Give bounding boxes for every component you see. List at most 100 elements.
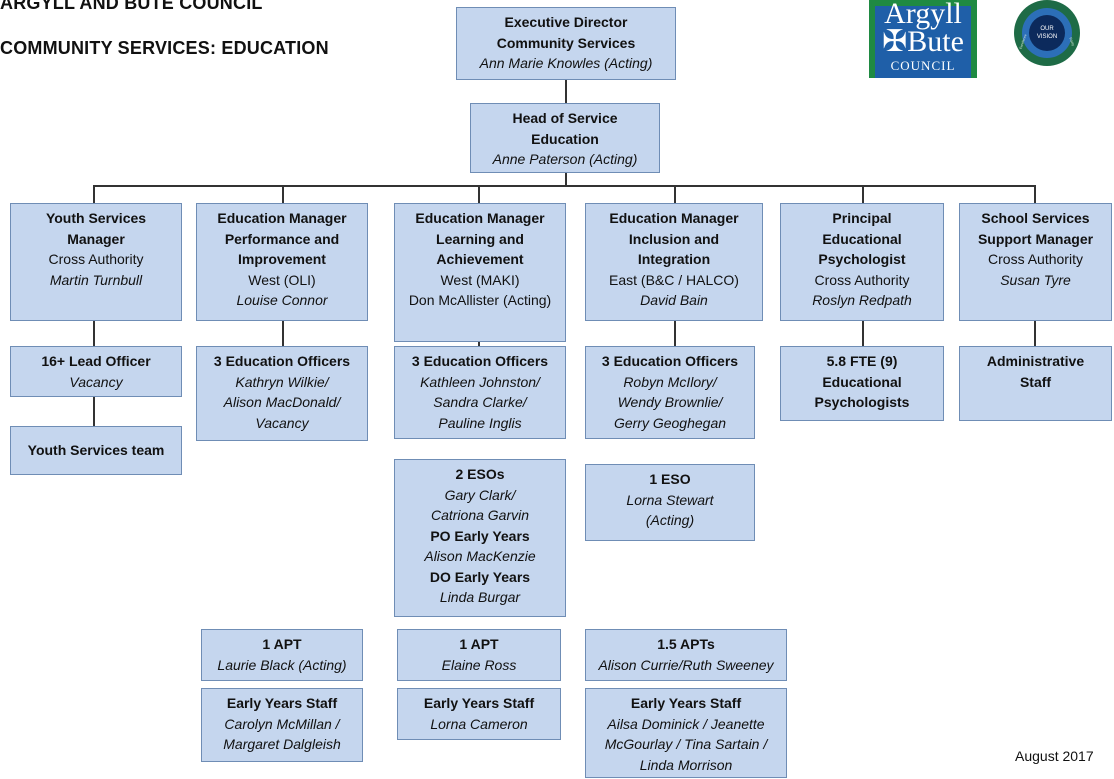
box-title: DO Early Years — [429, 568, 531, 585]
box-early-years-staff-west-oli: Early Years Staff Carolyn McMillan / Mar… — [201, 688, 363, 762]
box-title: Achievement — [436, 251, 524, 267]
box-person: Anne Paterson (Acting) — [492, 151, 638, 167]
box-education-officers-west-oli: 3 Education Officers Kathryn Wilkie/ Ali… — [196, 346, 368, 441]
box-title: 1 APT — [262, 636, 302, 652]
box-em-performance: Education Manager Performance and Improv… — [196, 203, 368, 321]
box-person: Margaret Dalgleish — [223, 736, 341, 752]
box-area: Cross Authority — [48, 251, 144, 267]
box-area: Cross Authority — [988, 251, 1083, 267]
box-person: (Acting) — [645, 512, 695, 528]
box-title: PO Early Years — [430, 527, 530, 544]
box-title: Support Manager — [977, 230, 1094, 247]
our-vision-logo: OUR VISION Excellence Equity — [1014, 0, 1080, 66]
box-person: Louise Connor — [236, 292, 328, 308]
argyll-bute-council-logo: Argyll ✠Bute COUNCIL — [869, 0, 977, 78]
box-title: Principal — [832, 210, 892, 226]
box-title: Community Services — [496, 34, 636, 51]
box-title: 3 Education Officers — [411, 353, 549, 369]
box-title: 3 Education Officers — [213, 353, 351, 369]
celtic-cross-icon: ✠ — [882, 25, 908, 58]
box-16plus-lead: 16+ Lead Officer Vacancy — [10, 346, 182, 397]
box-person: Alison MacKenzie — [424, 548, 536, 564]
box-youth-services-manager: Youth Services Manager Cross Authority M… — [10, 203, 182, 321]
connector-bus-psych — [862, 185, 864, 203]
box-title: Psychologists — [814, 394, 910, 410]
box-apts-east: 1.5 APTs Alison Currie/Ruth Sweeney — [585, 629, 787, 681]
box-title: 1 APT — [459, 636, 499, 652]
connector-perf-eo — [282, 320, 284, 346]
box-em-inclusion: Education Manager Inclusion and Integrat… — [585, 203, 763, 321]
box-person: Carolyn McMillan / — [224, 715, 340, 732]
box-title: Learning and — [436, 230, 524, 247]
box-early-years-staff-east: Early Years Staff Ailsa Dominick / Jeane… — [585, 688, 787, 778]
connector-bus-youth — [93, 185, 95, 203]
box-person: Catriona Garvin — [430, 507, 530, 523]
connector-horizontal-bus — [93, 185, 1035, 187]
vision-logo-line2: VISION — [1037, 34, 1057, 40]
box-title: School Services — [981, 210, 1090, 226]
box-title: Manager — [67, 230, 125, 247]
connector-bus-incl — [674, 185, 676, 203]
connector-youth-lead — [93, 320, 95, 346]
connector-head-bus — [565, 172, 567, 186]
box-person: Gerry Geoghegan — [613, 414, 727, 431]
connector-bus-perf — [282, 185, 284, 203]
box-early-years-staff-maki: Early Years Staff Lorna Cameron — [397, 688, 561, 740]
box-title: Youth Services — [45, 210, 147, 226]
box-person: Gary Clark/ — [444, 486, 516, 503]
box-title: 1.5 APTs — [657, 636, 715, 652]
box-head-of-service: Head of Service Education Anne Paterson … — [470, 103, 660, 173]
box-person: Ann Marie Knowles (Acting) — [479, 55, 653, 71]
box-person: Pauline Inglis — [438, 414, 522, 431]
logo-council-text: COUNCIL — [890, 58, 956, 73]
box-area: East (B&C / HALCO) — [609, 271, 739, 288]
box-person: Lorna Cameron — [430, 715, 528, 732]
box-person: Robyn McIlory/ — [623, 373, 717, 390]
vision-logo-line1: OUR — [1040, 26, 1054, 32]
box-person: Kathleen Johnston/ — [420, 373, 540, 390]
connector-psych-eps — [862, 320, 864, 346]
box-education-officers-maki: 3 Education Officers Kathleen Johnston/ … — [394, 346, 566, 439]
logo-bute-word: Bute — [907, 25, 964, 58]
box-person: David Bain — [640, 292, 708, 308]
vision-logo-ring-right: Equity — [1069, 37, 1076, 47]
box-title: Head of Service — [512, 110, 618, 126]
box-title: Education Manager — [415, 210, 545, 226]
connector-lead-team — [93, 396, 95, 426]
logo-argyll-text: Argyll — [884, 0, 962, 30]
box-person: Elaine Ross — [441, 656, 517, 673]
box-title: Education Manager — [217, 210, 347, 226]
box-title: Integration — [637, 251, 711, 267]
box-area: West (OLI) — [248, 271, 316, 288]
box-title: Performance and — [224, 230, 340, 247]
box-eso-east: 1 ESO Lorna Stewart (Acting) — [585, 464, 755, 541]
connector-bus-school — [1034, 185, 1036, 203]
chart-date: August 2017 — [1015, 748, 1094, 764]
box-person: Vacancy — [255, 414, 309, 431]
box-person: Don McAllister (Acting) — [408, 292, 552, 308]
box-person: Vacancy — [69, 373, 123, 390]
box-area: Cross Authority — [814, 271, 910, 288]
connector-incl-eo — [674, 320, 676, 346]
box-apt-maki: 1 APT Elaine Ross — [397, 629, 561, 681]
box-title: Psychologist — [818, 251, 906, 267]
box-person: Ailsa Dominick / Jeanette — [607, 715, 765, 732]
box-title: 5.8 FTE (9) — [826, 353, 898, 369]
box-title: 1 ESO — [649, 471, 691, 487]
service-title: COMMUNITY SERVICES: EDUCATION — [0, 38, 329, 58]
logo-bute-text: ✠Bute — [882, 25, 964, 58]
box-title: Staff — [1019, 373, 1052, 390]
box-principal-psychologist: Principal Educational Psychologist Cross… — [780, 203, 944, 321]
box-apt-west-oli: 1 APT Laurie Black (Acting) — [201, 629, 363, 681]
box-person: Linda Burgar — [439, 589, 521, 605]
box-title: Administrative — [986, 353, 1085, 369]
box-area: West (MAKI) — [440, 271, 520, 288]
box-title: Education — [531, 130, 599, 147]
box-title: 2 ESOs — [455, 466, 505, 482]
connector-bus-learn — [478, 185, 480, 203]
box-title: Executive Director — [504, 14, 628, 30]
connector-school-admin — [1034, 320, 1036, 346]
box-executive-director: Executive Director Community Services An… — [456, 7, 676, 80]
box-education-officers-east: 3 Education Officers Robyn McIlory/ Wend… — [585, 346, 755, 439]
box-title: Education Manager — [609, 210, 739, 226]
